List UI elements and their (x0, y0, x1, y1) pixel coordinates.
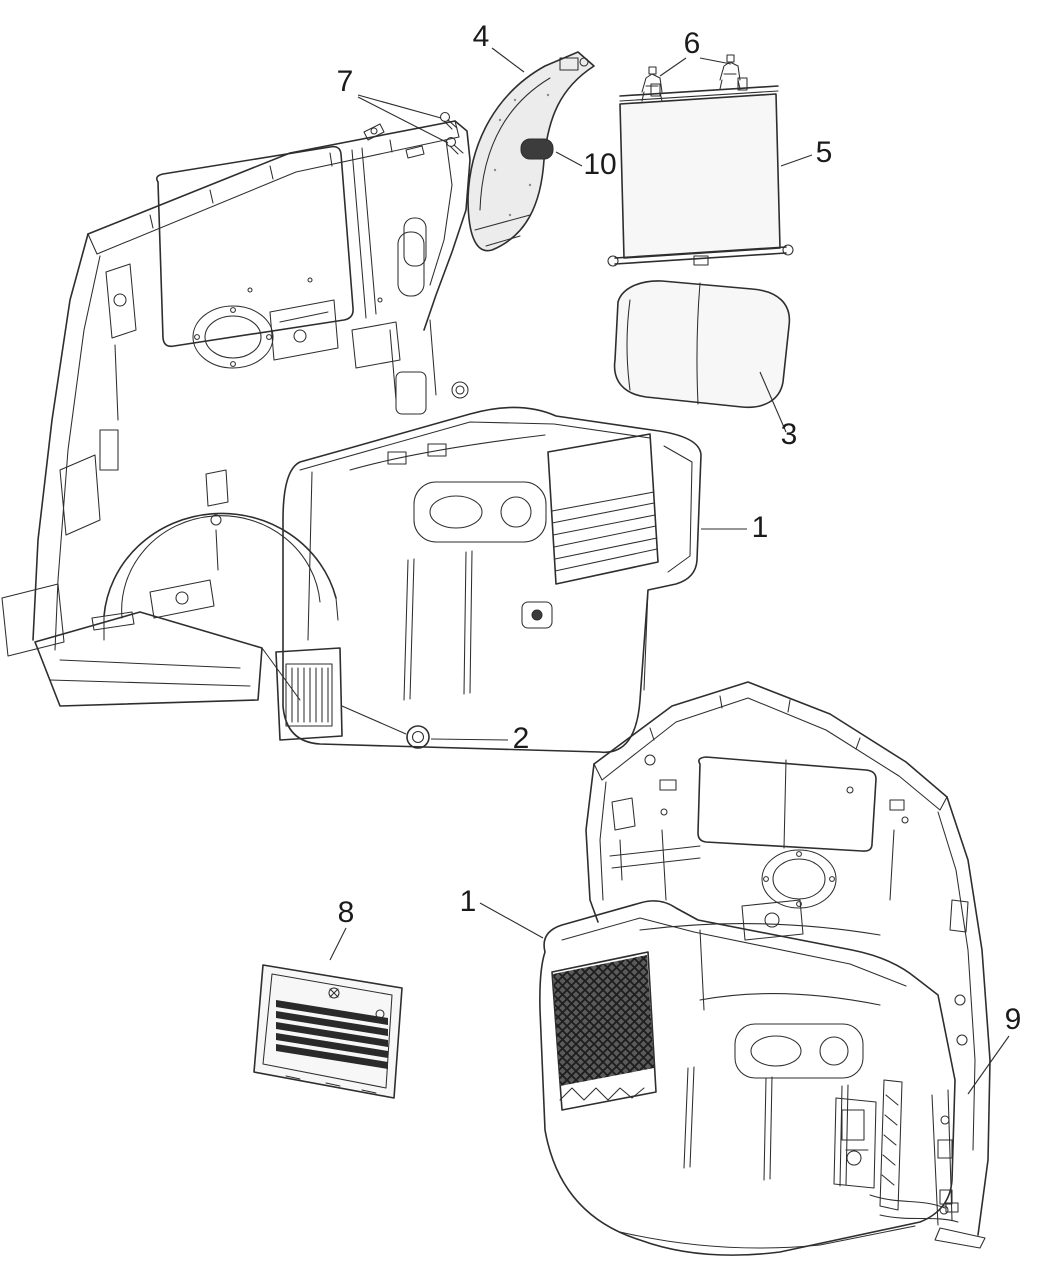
callout-3: 3 (781, 418, 798, 451)
callout-4: 4 (473, 20, 490, 53)
right-quarter-view (539, 681, 991, 1256)
callout-9: 9 (1005, 1003, 1022, 1036)
window-shade-part (607, 77, 794, 267)
vent-grille-part (253, 964, 403, 1099)
leader-lines (329, 47, 1010, 1095)
grommet-part (406, 725, 430, 749)
callout-1b: 1 (460, 885, 477, 918)
callout-10: 10 (583, 148, 616, 181)
callout-1a: 1 (752, 511, 769, 544)
callout-7: 7 (337, 65, 354, 98)
left-quarter-view (1, 120, 702, 753)
callout-2: 2 (513, 722, 530, 755)
callout-5: 5 (816, 136, 833, 169)
pillar-trim-handle-cutout (520, 138, 554, 160)
pillar-trim-part (467, 51, 595, 252)
retainer-clips-part (641, 54, 741, 102)
cover-part (613, 280, 791, 409)
callout-labels: 4 7 6 5 10 3 1 2 8 1 9 (337, 20, 1022, 1036)
callout-6: 6 (684, 27, 701, 60)
callout-8: 8 (338, 896, 355, 929)
window-crosshatch (553, 955, 654, 1086)
